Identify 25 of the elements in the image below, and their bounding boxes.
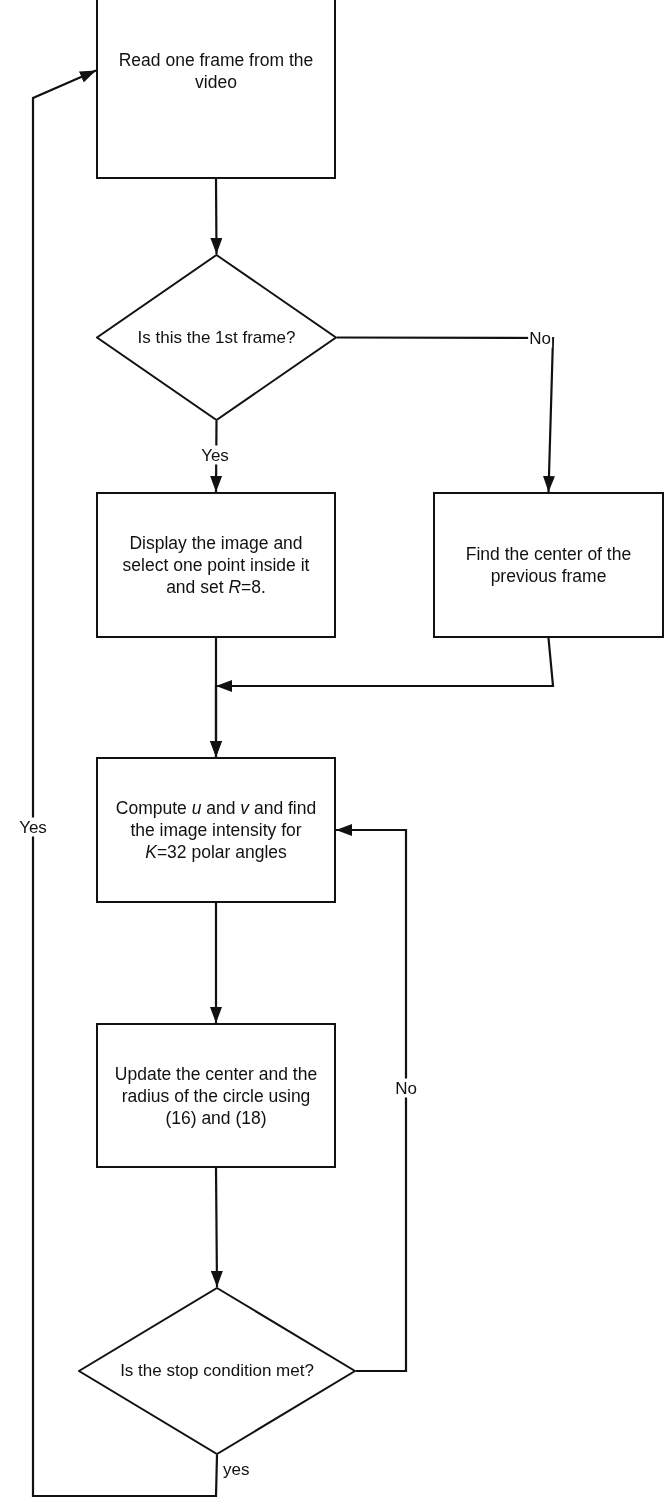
- arrow: [210, 903, 222, 1023]
- process-box: [96, 757, 336, 903]
- edge-label: No: [394, 1078, 418, 1098]
- process-box: [96, 1023, 336, 1168]
- arrow: [31, 69, 219, 1497]
- arrow: [210, 179, 223, 254]
- arrow: [210, 1168, 223, 1287]
- process-box: [96, 492, 336, 638]
- node-text: Find the center of the previous frame: [464, 543, 633, 587]
- node-text: Update the center and the radius of the circle using (16) and (18): [113, 1062, 319, 1129]
- node-text: Compute u and v and find the image intensity for K=32 polar angles: [114, 797, 318, 863]
- process-box: [433, 492, 664, 638]
- decision-diamond: [78, 1287, 356, 1455]
- node-text: Read one frame from the video: [117, 48, 315, 93]
- arrow: [337, 336, 555, 493]
- node-text: Display the image and select one point inside it and set R=8.: [121, 532, 311, 598]
- process-box: [96, 0, 336, 179]
- node-text: Is the stop condition met?: [120, 1360, 314, 1382]
- arrow: [336, 824, 408, 1373]
- edge-label: Yes: [200, 445, 230, 465]
- branch-label: yes: [223, 1460, 250, 1479]
- edge-label: Yes: [18, 817, 48, 837]
- node-text: Is this the 1st frame?: [137, 326, 296, 349]
- arrow: [210, 637, 555, 757]
- decision-diamond: [96, 254, 337, 421]
